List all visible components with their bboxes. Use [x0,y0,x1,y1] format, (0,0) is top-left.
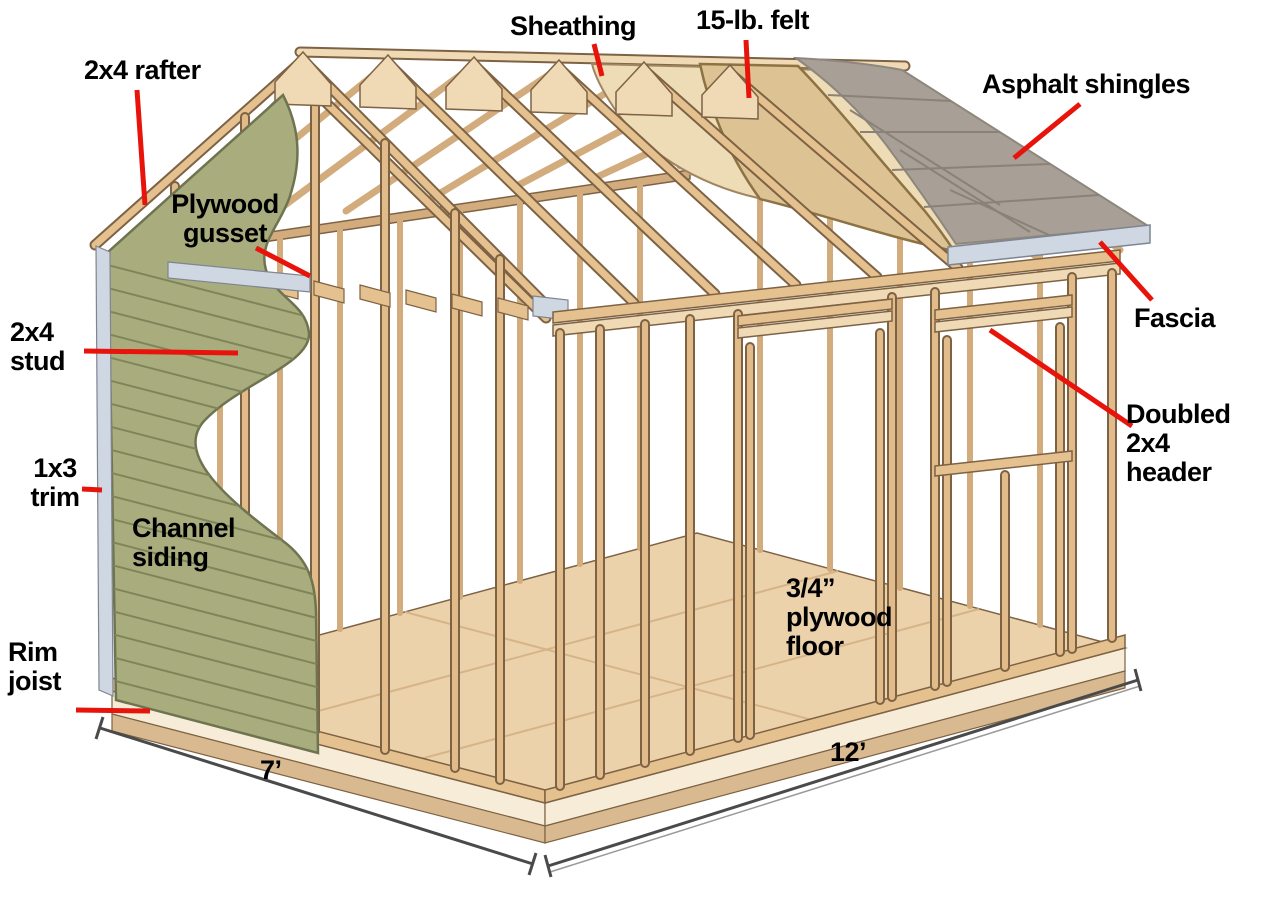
leader-sheathing [591,43,605,77]
leader-stud [83,348,239,356]
asphalt-shingles [792,56,1152,246]
label-rafter: 2x4 rafter [84,55,201,85]
leader-fascia [1098,240,1154,302]
leader-felt [743,39,752,99]
label-sheathing: Sheathing [510,11,637,41]
label-rim-joist: Rim joist [8,637,62,696]
gable-trim-band [167,261,311,293]
window-sill [934,450,1073,477]
leader-lines [75,39,1154,714]
leader-header [988,327,1134,429]
trim-boards [95,245,569,697]
label-felt: 15-lb. felt [696,5,810,35]
door-header [737,298,893,327]
label-channel-siding: Channel siding [132,513,236,572]
dim-line-7ft [99,726,534,866]
label-doubled-header: Doubled 2x4 header [1126,399,1231,487]
label-trim: 1x3 trim [30,453,80,512]
label-asphalt-shingles: Asphalt shingles [982,69,1191,99]
fascia-board [947,224,1151,266]
dim-line-12ft [547,678,1139,868]
leader-gusset [254,245,312,279]
leader-shingles [1012,102,1082,160]
leader-trim [81,486,103,493]
one-by-three-trim [95,245,114,697]
label-plywood-gusset: Plywood gusset [171,189,279,248]
leader-rim-joist [75,707,151,714]
label-fascia: Fascia [1134,303,1216,333]
doubled-window-header [934,294,1073,321]
dimension-lines [94,668,1143,878]
label-stud: 2x4 stud [10,317,66,376]
leader-rafter [134,89,148,206]
label-dim-12ft: 12’ [830,737,867,767]
plywood-gussets [274,50,759,120]
label-dim-7ft: 7’ [260,755,282,785]
near-rafters [89,54,964,324]
label-plywood-floor: 3/4” plywood floor [786,573,893,661]
front-wall-framing [544,249,1126,804]
